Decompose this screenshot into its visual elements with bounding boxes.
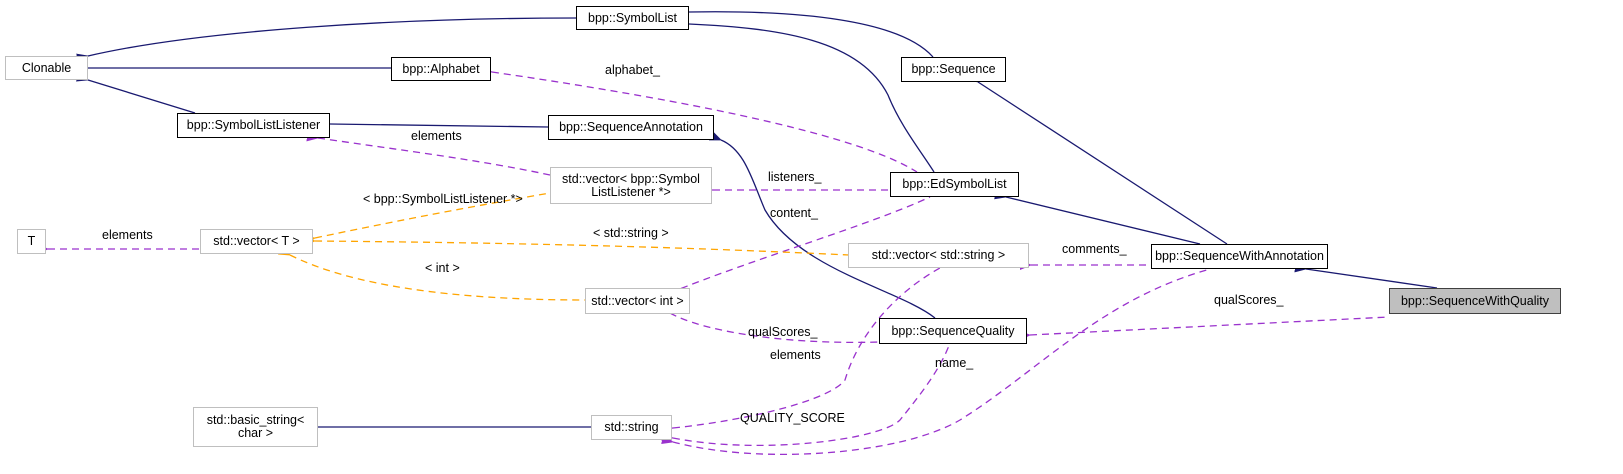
edge-vectorsll-sll <box>306 131 551 176</box>
edge-vectorstring-string <box>661 267 941 435</box>
edge-swq-sq <box>1018 316 1390 341</box>
label-listeners: listeners_ <box>768 170 822 184</box>
node-vector-t[interactable]: std::vector< T > <box>200 229 313 254</box>
edge-sq-seqannot <box>708 131 936 319</box>
label-elements-t: elements <box>102 228 153 242</box>
node-symbol-list[interactable]: bpp::SymbolList <box>576 6 689 30</box>
node-vector-string[interactable]: std::vector< std::string > <box>848 243 1029 268</box>
node-basic-string[interactable]: std::basic_string< char > <box>193 407 318 447</box>
label-quality-score: QUALITY_SCORE <box>740 411 845 425</box>
edge-sll-clonable <box>76 71 196 114</box>
edge-vectorstring-vectort <box>303 235 850 256</box>
label-elements-sll: elements <box>411 129 462 143</box>
edge-sq-string <box>661 342 951 447</box>
node-alphabet[interactable]: bpp::Alphabet <box>391 57 491 81</box>
edge-swa-string <box>661 268 1211 455</box>
node-sequence[interactable]: bpp::Sequence <box>901 57 1006 82</box>
edge-swa-edsymbollist <box>994 189 1201 245</box>
edge-vectorsll-vectort <box>303 192 551 246</box>
node-sequence-with-annotation[interactable]: bpp::SequenceWithAnnotation <box>1151 244 1328 269</box>
node-sequence-quality[interactable]: bpp::SequenceQuality <box>879 318 1027 344</box>
node-symbol-list-listener[interactable]: bpp::SymbolListListener <box>177 113 330 138</box>
node-std-string[interactable]: std::string <box>591 415 672 440</box>
edge-symbollist-clonable <box>76 17 577 64</box>
node-clonable[interactable]: Clonable <box>5 56 88 80</box>
edge-sq-vectorint <box>657 303 881 344</box>
edge-edsymbollist-alphabet <box>480 65 918 173</box>
label-qual-scores-swq: qualScores_ <box>1214 293 1284 307</box>
node-sequence-annotation[interactable]: bpp::SequenceAnnotation <box>548 115 714 140</box>
label-name: name_ <box>935 356 974 370</box>
node-sequence-with-quality[interactable]: bpp::SequenceWithQuality <box>1389 288 1561 314</box>
edge-swa-sequence <box>966 71 1228 245</box>
label-sll-template: < bpp::SymbolListListener *> <box>363 192 523 206</box>
node-ed-symbol-list[interactable]: bpp::EdSymbolList <box>890 172 1019 197</box>
edge-seqannot-sll <box>318 118 549 129</box>
node-t[interactable]: T <box>17 229 46 254</box>
edge-swq-swa <box>1294 262 1438 289</box>
node-vector-int[interactable]: std::vector< int > <box>585 288 690 314</box>
edge-edsymbollist-vectorint <box>657 196 931 302</box>
edge-sequence-symbollist <box>677 7 934 58</box>
label-comments: comments_ <box>1062 242 1127 256</box>
label-content: content_ <box>770 206 818 220</box>
node-vector-symbol-list-listener[interactable]: std::vector< bpp::Symbol ListListener *> <box>550 167 712 204</box>
label-elements-string: elements <box>770 348 821 362</box>
label-alphabet: alphabet_ <box>605 63 660 77</box>
edge-edsymbollist-symbollist <box>677 18 935 173</box>
edge-vectorint-vectort <box>277 245 586 301</box>
label-string-template: < std::string > <box>593 226 669 240</box>
label-int-template: < int > <box>425 261 460 275</box>
label-qual-scores-sq: qualScores_ <box>748 325 818 339</box>
